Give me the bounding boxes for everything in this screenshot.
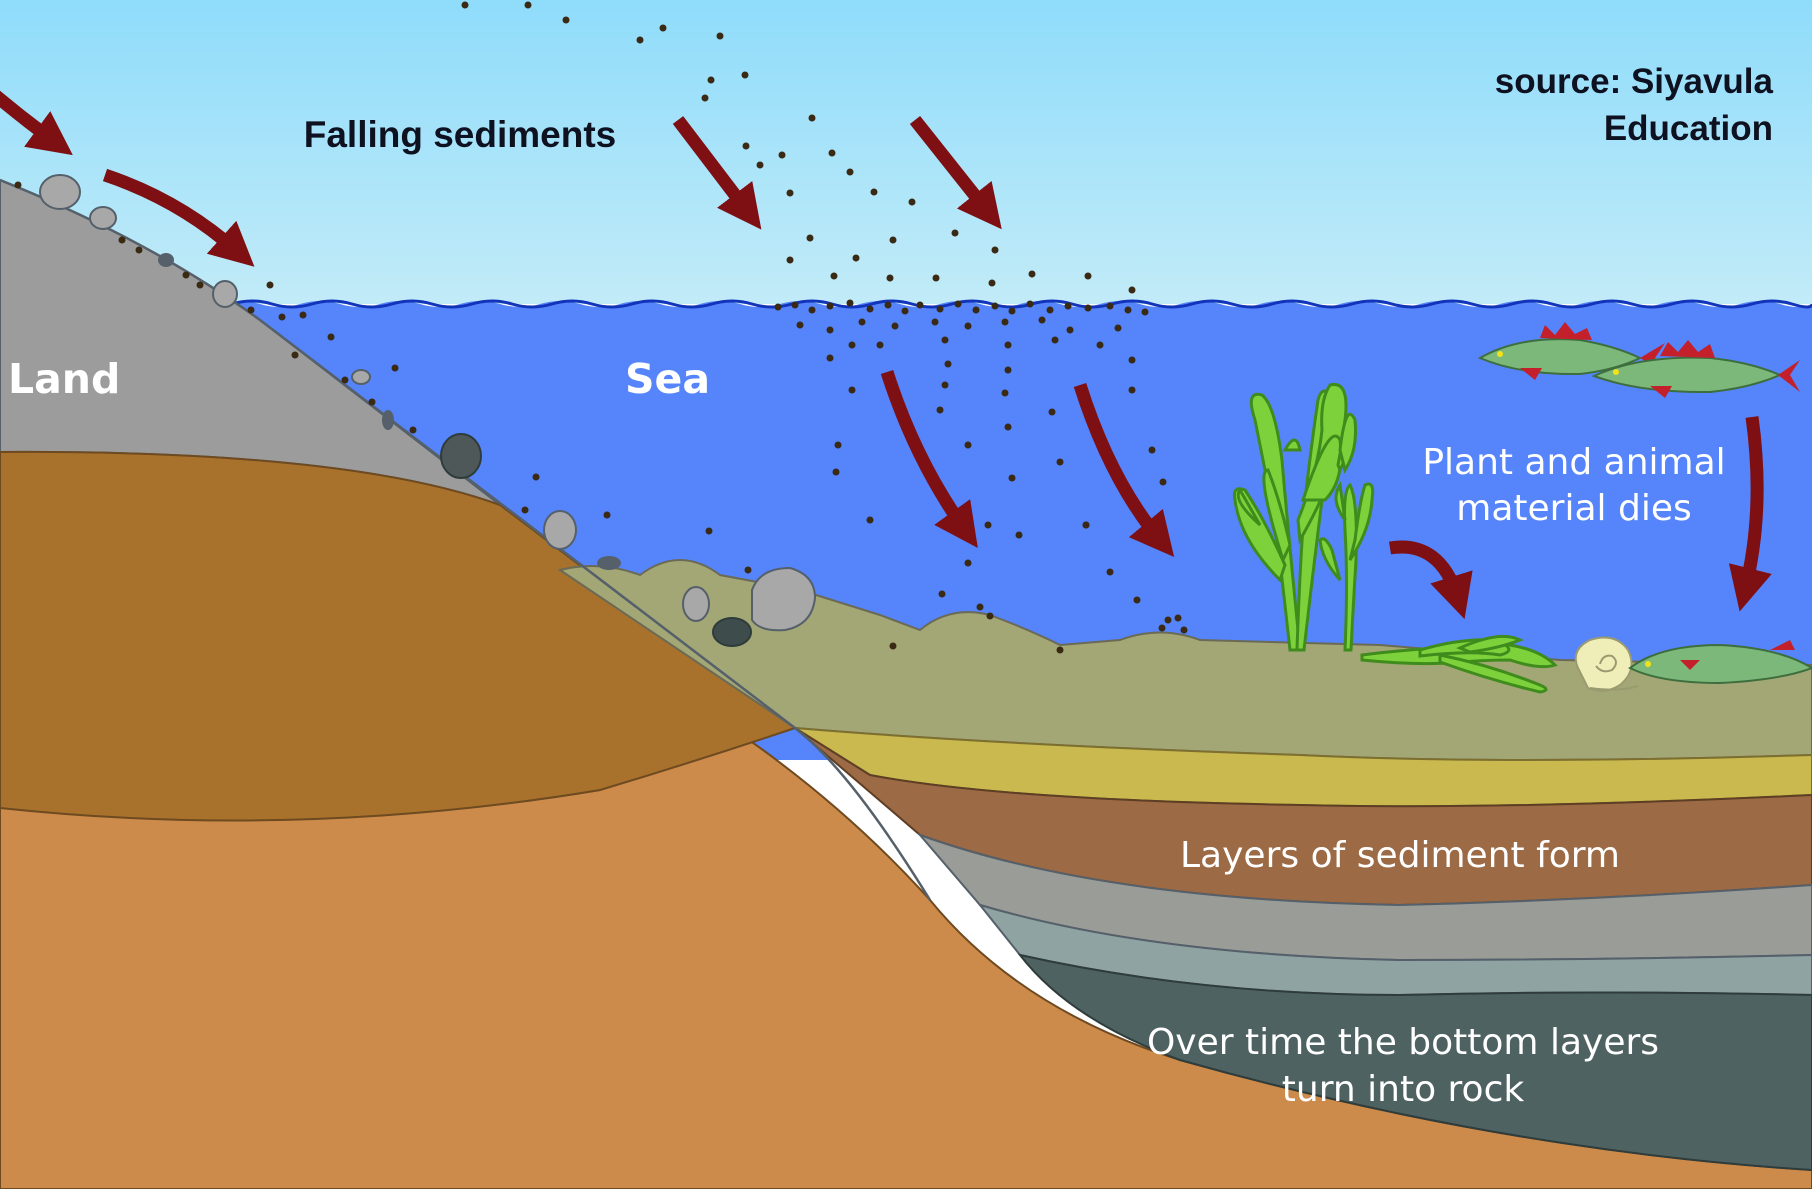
plant-animal-line-2: material dies (1456, 488, 1691, 529)
source-line-2: Education (1604, 109, 1773, 148)
arrow-sea-2 (1073, 383, 1175, 557)
falling-sediments-label: Falling sediments (304, 114, 617, 155)
snail-shell (1574, 636, 1639, 692)
arrow-fall-2 (909, 115, 1002, 230)
plant-animal-line-1: Plant and animal (1422, 442, 1725, 483)
arrow-fall-1 (672, 116, 762, 230)
fallen-seaweed (1360, 634, 1558, 694)
arrow-land-1 (0, 90, 73, 156)
slope-outline (0, 178, 932, 901)
sea-label: Sea (625, 355, 710, 403)
sky (0, 0, 1812, 304)
rock-line-1: Over time the bottom layers (1147, 1022, 1659, 1063)
arrows (0, 90, 1772, 620)
layers-form-label: Layers of sediment form (1180, 835, 1620, 876)
fish-2 (1591, 340, 1800, 398)
land-label: Land (8, 355, 120, 403)
sediment-particles (14, 1, 1188, 654)
rock-line-2: turn into rock (1282, 1069, 1525, 1110)
dead-fish (1628, 640, 1812, 685)
pebbles (39, 174, 817, 647)
source-line-1: source: Siyavula (1495, 62, 1774, 101)
seaweed-plant (1233, 382, 1375, 652)
arrow-fish (1728, 416, 1772, 612)
land-brown (0, 450, 798, 822)
arrow-sea-1 (880, 370, 978, 548)
rock-layer (1017, 953, 1812, 1172)
arrow-land-2 (102, 168, 255, 267)
arrow-plant (1388, 540, 1473, 620)
